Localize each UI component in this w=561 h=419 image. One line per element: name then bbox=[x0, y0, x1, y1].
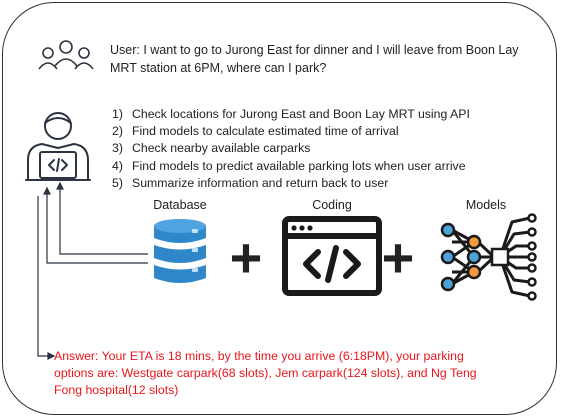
plan-step: 5)Summarize information and return back … bbox=[112, 175, 389, 190]
plus-sign: + bbox=[381, 226, 415, 289]
user-query-line-2: MRT station at 6PM, where can I park? bbox=[110, 61, 327, 75]
models-label: Models bbox=[465, 198, 507, 212]
plus-sign: + bbox=[229, 226, 263, 289]
database-label: Database bbox=[153, 198, 207, 212]
plan-step: 4)Find models to predict available parki… bbox=[112, 158, 466, 173]
users-icon bbox=[38, 40, 94, 70]
code-window-icon bbox=[282, 216, 382, 296]
answer-line-2: options are: Westgate carpark(68 slots),… bbox=[54, 366, 477, 380]
plan-step: 1)Check locations for Jurong East and Bo… bbox=[112, 107, 470, 121]
database-icon bbox=[154, 219, 206, 283]
user-query-line-1: User: I want to go to Jurong East for di… bbox=[110, 43, 519, 57]
coding-label: Coding bbox=[312, 198, 352, 212]
answer-line-1: Answer: Your ETA is 18 mins, by the time… bbox=[54, 349, 464, 363]
flow-arrows bbox=[37, 181, 148, 360]
neural-network-icon bbox=[440, 213, 537, 301]
plan-step: 2)Find models to calculate estimated tim… bbox=[112, 124, 399, 139]
diagram-frame bbox=[2, 2, 557, 415]
answer-line-3: Fong hospital(12 slots) bbox=[54, 383, 179, 397]
plan-steps: 1)Check locations for Jurong East and Bo… bbox=[112, 106, 470, 192]
plan-step: 3)Check nearby available carparks bbox=[112, 141, 311, 156]
developer-at-laptop-icon bbox=[25, 112, 91, 181]
